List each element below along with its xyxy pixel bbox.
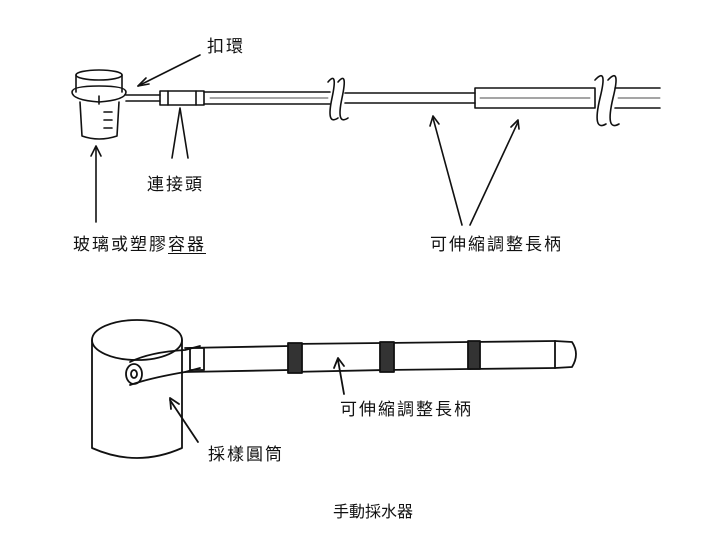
label-container-suffix: 容器 [168, 235, 206, 255]
top-connector-head [159, 90, 205, 106]
label-bottom-handle: 可伸縮調整長柄 [340, 400, 473, 420]
label-top-handle: 可伸縮調整長柄 [430, 235, 563, 255]
figure-caption: 手動採水器 [333, 502, 414, 521]
label-ring: 扣環 [207, 37, 245, 57]
label-cylinder: 採樣圓筒 [208, 445, 284, 465]
label-container: 玻璃或塑膠容器 [73, 230, 206, 255]
top-container-cup [71, 69, 127, 140]
bottom-sampling-cylinder [91, 319, 201, 459]
label-container-prefix: 玻璃或塑膠 [73, 235, 168, 255]
label-connector: 連接頭 [147, 175, 204, 195]
